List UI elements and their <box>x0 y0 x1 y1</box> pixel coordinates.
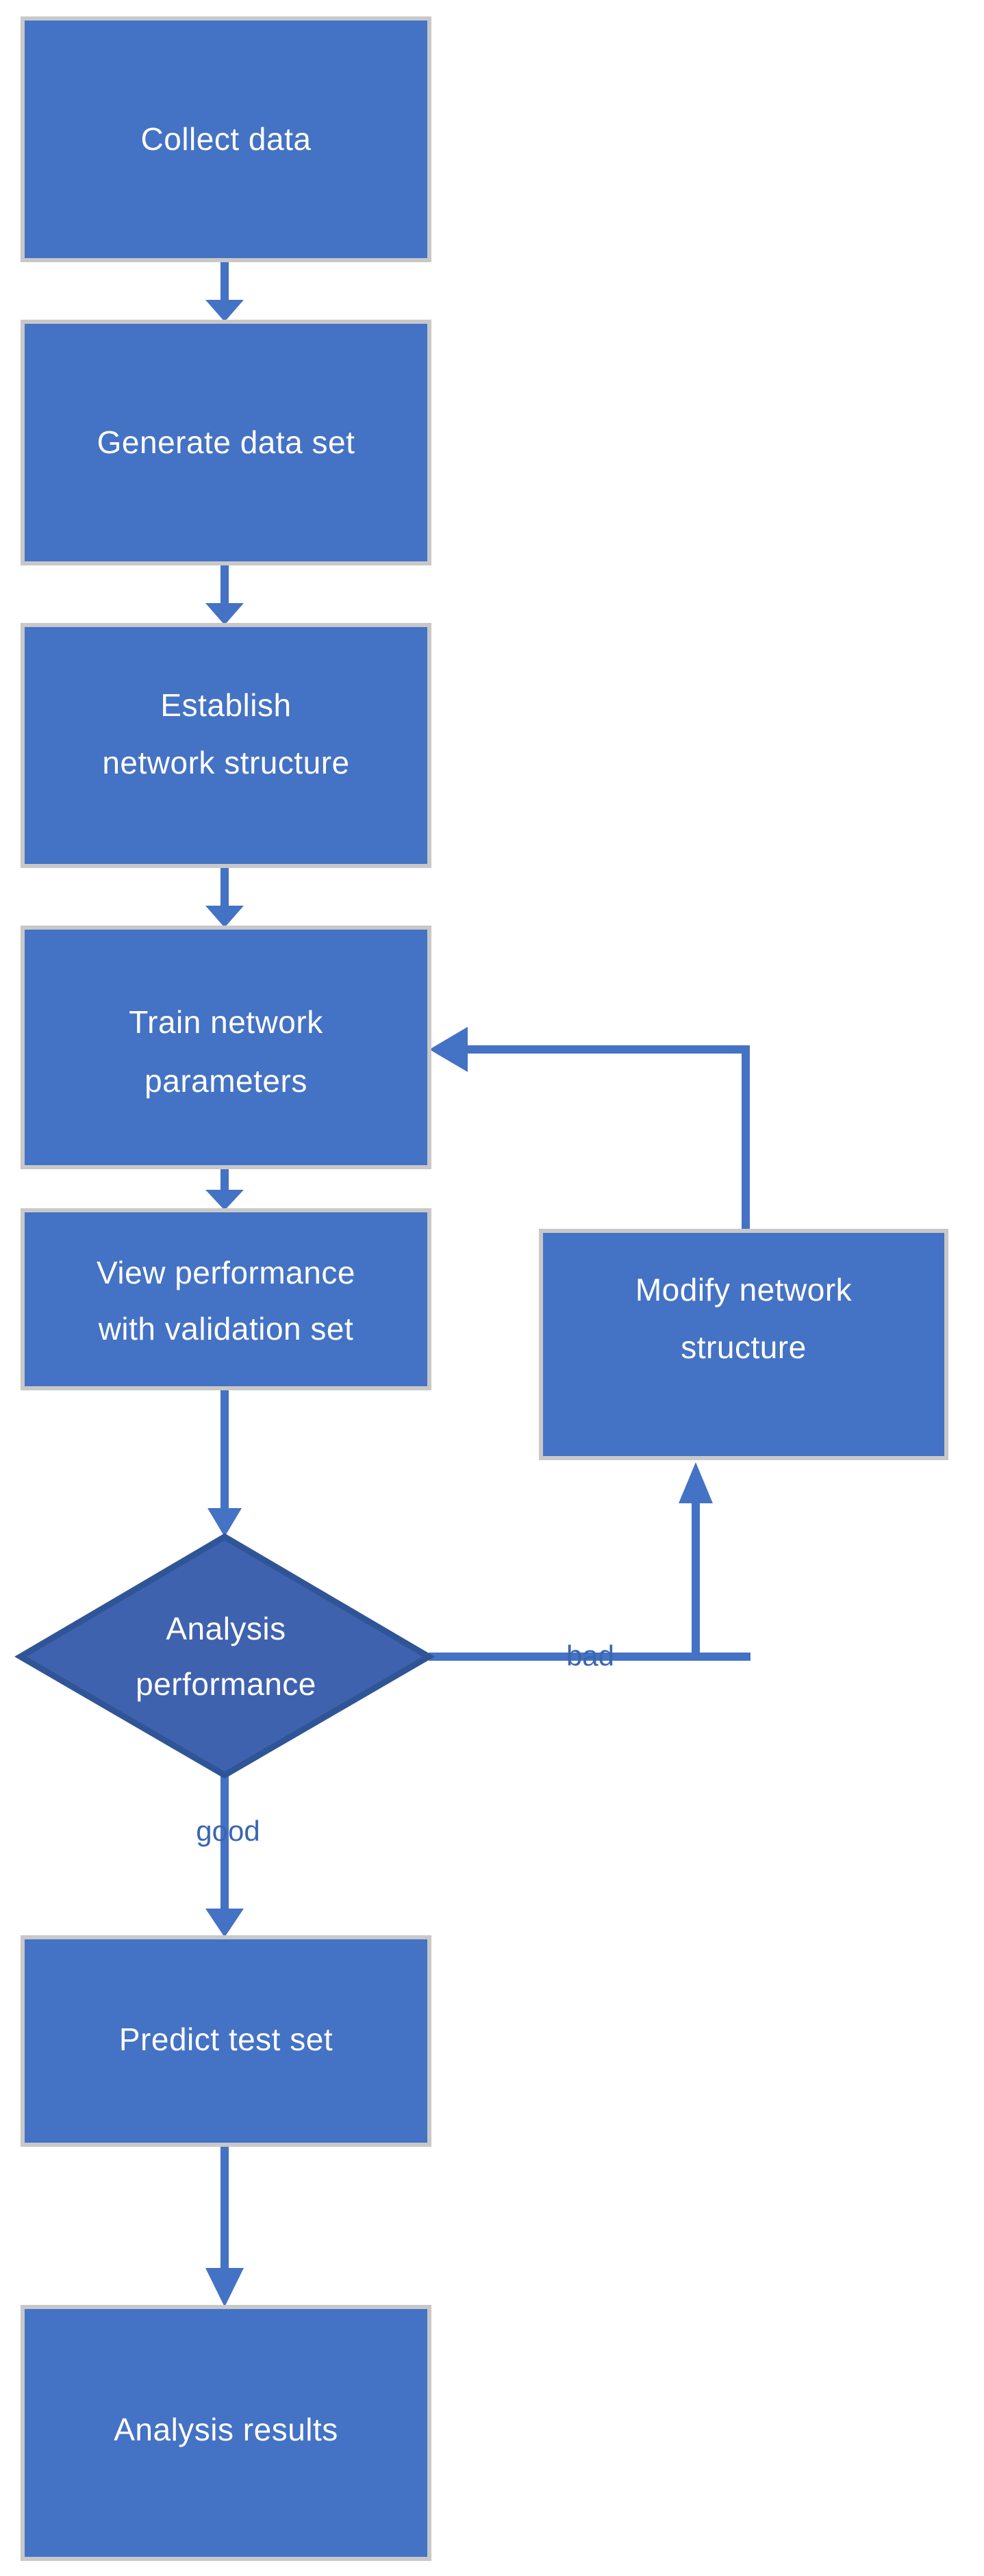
connector-establish-to-train <box>205 866 244 928</box>
node-train-network-parameters[interactable]: Train network parameters <box>21 926 431 1169</box>
node-establish-network-structure-label-line2: network structure <box>102 745 349 780</box>
connector-collect-to-generate <box>205 260 244 322</box>
node-establish-network-structure-shape[interactable] <box>21 623 431 868</box>
node-generate-data-set-label: Generate data set <box>97 424 355 460</box>
connector-predict-to-results <box>205 2145 244 2307</box>
node-analysis-performance-decision[interactable]: Analysis performance <box>14 1533 435 1779</box>
node-generate-data-set[interactable]: Generate data set <box>21 320 431 565</box>
node-modify-network-structure-label-line1: Modify network <box>635 1272 853 1308</box>
node-train-network-parameters-label-line2: parameters <box>144 1063 307 1099</box>
edge-label-bad-text: bad <box>566 1640 614 1672</box>
node-predict-test-set-label: Predict test set <box>119 2022 333 2057</box>
node-analysis-results-shape[interactable] <box>21 2305 431 2561</box>
node-modify-network-structure-shape[interactable] <box>539 1229 948 1460</box>
node-modify-network-structure[interactable]: Modify network structure <box>539 1229 948 1460</box>
node-view-performance-validation-label-line2: with validation set <box>98 1311 354 1347</box>
connector-decision-to-predict-good <box>205 1775 244 1937</box>
connector-view-to-decision <box>207 1388 242 1537</box>
connector-decision-to-modify-bad <box>429 1462 750 1661</box>
node-analysis-performance-shape[interactable] <box>14 1533 435 1779</box>
node-analysis-performance-label-line2: performance <box>136 1666 316 1702</box>
node-collect-data[interactable]: Collect data <box>21 16 431 262</box>
node-analysis-performance-label-line1: Analysis <box>166 1611 286 1646</box>
connector-layer <box>205 260 750 2307</box>
edge-label-good: good <box>196 1815 260 1847</box>
node-analysis-results-label: Analysis results <box>114 2412 338 2447</box>
node-generate-data-set-shape[interactable] <box>21 320 431 565</box>
connector-train-to-view <box>205 1167 244 1210</box>
node-establish-network-structure-label-line1: Establish <box>160 687 291 723</box>
edge-label-bad: bad <box>566 1640 614 1672</box>
node-train-network-parameters-shape[interactable] <box>21 926 431 1169</box>
node-view-performance-validation[interactable]: View performance with validation set <box>21 1208 431 1390</box>
node-analysis-results[interactable]: Analysis results <box>21 2305 431 2561</box>
node-view-performance-validation-shape[interactable] <box>21 1208 431 1390</box>
node-predict-test-set-shape[interactable] <box>21 1935 431 2147</box>
node-train-network-parameters-label-line1: Train network <box>129 1004 323 1040</box>
connector-generate-to-establish <box>205 563 244 625</box>
node-modify-network-structure-label-line2: structure <box>681 1329 806 1365</box>
node-predict-test-set[interactable]: Predict test set <box>21 1935 431 2147</box>
node-view-performance-validation-label-line1: View performance <box>97 1255 355 1290</box>
connector-modify-to-train <box>429 1027 750 1234</box>
node-collect-data-shape[interactable] <box>21 16 431 262</box>
node-establish-network-structure[interactable]: Establish network structure <box>21 623 431 868</box>
node-collect-data-label: Collect data <box>141 121 312 157</box>
edge-label-good-text: good <box>196 1815 260 1847</box>
